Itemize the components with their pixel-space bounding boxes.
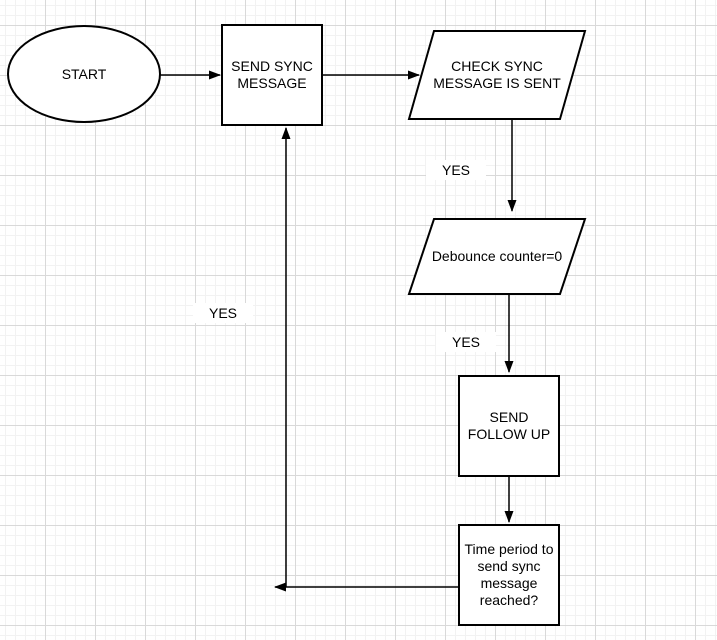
node-send-sync-message[interactable]: SEND SYNC MESSAGE xyxy=(231,58,313,91)
debounce-parallelogram-shape xyxy=(407,218,587,295)
check-sync-parallelogram-shape xyxy=(407,30,587,120)
node-debounce-counter[interactable]: Debounce counter=0 xyxy=(431,248,563,264)
edge-label-yes-debounce-to-follow-up: YES xyxy=(436,332,496,352)
edge-label-yes-check-to-debounce: YES xyxy=(426,160,486,180)
start-ellipse-shape xyxy=(7,25,161,123)
send-follow-up-shape xyxy=(458,375,560,477)
node-send-follow-up[interactable]: SEND FOLLOW UP xyxy=(467,409,551,442)
send-sync-message-shape xyxy=(221,24,323,126)
node-start[interactable]: START xyxy=(61,65,107,82)
time-period-shape xyxy=(458,524,560,626)
node-check-sync-message-sent[interactable]: CHECK SYNC MESSAGE IS SENT xyxy=(433,58,561,91)
edge-label-yes-loop-back: YES xyxy=(193,303,253,323)
node-time-period-reached[interactable]: Time period to send sync message reached… xyxy=(464,541,554,608)
